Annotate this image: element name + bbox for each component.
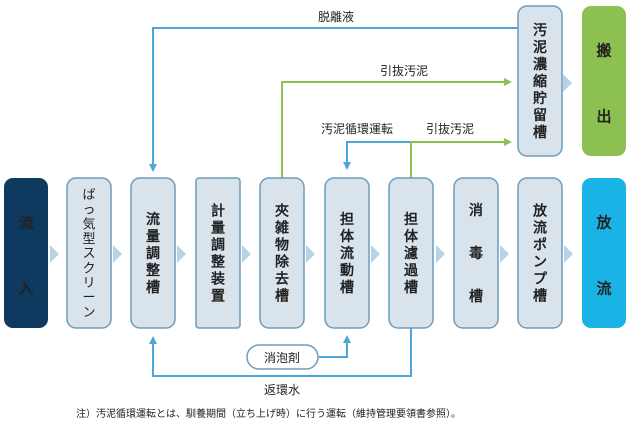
carrier-filter-label: 担体濾過槽 <box>403 211 419 296</box>
sludge-withdrawal-label-1: 引抜汚泥 <box>380 64 428 78</box>
sludge-withdrawal-arrow-2 <box>410 138 512 180</box>
flow-adjust-label: 流量調整槽 <box>145 211 161 296</box>
carry-out-label: 搬出 <box>596 41 611 125</box>
disinfection-label: 消毒槽 <box>469 202 483 305</box>
sludge-tank-box <box>517 5 563 157</box>
outflow-label: 放流 <box>595 213 612 297</box>
metering-label: 計量調整装置 <box>210 203 226 305</box>
inflow-box <box>4 178 48 328</box>
outflow-box <box>582 178 626 328</box>
return-water-label: 返環水 <box>264 383 300 397</box>
flow-arrow <box>564 245 573 263</box>
disinfection-box <box>453 177 499 329</box>
discharge-pump-label: 放流ポンプ槽 <box>532 203 548 305</box>
carrier-filter-box <box>388 177 434 329</box>
discharge-pump-box <box>517 177 563 329</box>
sludge-withdrawal-label-2: 引抜汚泥 <box>426 122 474 136</box>
debris-removal-label: 夾雑物除去槽 <box>274 203 290 305</box>
flow-arrow <box>436 245 445 263</box>
dewatering-liquid-label: 脱離液 <box>318 9 354 24</box>
flow-arrow <box>242 245 251 263</box>
flow-arrow <box>113 245 122 263</box>
metering-box <box>195 177 241 329</box>
flow-adjust-box <box>130 177 176 329</box>
screen-label: ばっ気型スクリーン <box>82 188 95 320</box>
carrier-fluid-box <box>324 177 370 329</box>
sludge-circulation-arrow <box>343 141 411 170</box>
flow-arrow <box>371 245 380 263</box>
screen-box <box>66 177 112 329</box>
sludge-tank-label: 汚泥濃縮貯留槽 <box>533 22 548 141</box>
flow-arrow <box>50 245 59 263</box>
sludge-withdrawal-arrow-1 <box>281 78 512 180</box>
flow-arrow <box>500 245 509 263</box>
footnote: 注）汚泥循環運転とは、馴養期間（立ち上げ時）に行う運転（維持管理要領書参照）。 <box>76 409 461 420</box>
return-water-arrow <box>149 328 412 377</box>
flow-arrow <box>177 245 186 263</box>
flow-arrow <box>563 74 572 92</box>
carrier-fluid-label: 担体流動槽 <box>340 211 355 296</box>
flow-arrow <box>306 245 315 263</box>
sludge-circulation-label: 汚泥循環運転 <box>321 122 393 136</box>
defoamer-label: 消泡剤 <box>264 350 300 365</box>
inflow-label: 流入 <box>18 213 33 297</box>
debris-removal-box <box>259 177 305 329</box>
carry-out-box <box>582 6 626 156</box>
defoamer-box <box>246 344 319 370</box>
main-flow-arrows <box>50 74 573 263</box>
dewatering-liquid-arrow <box>149 27 520 172</box>
defoamer-arrow <box>319 335 351 358</box>
